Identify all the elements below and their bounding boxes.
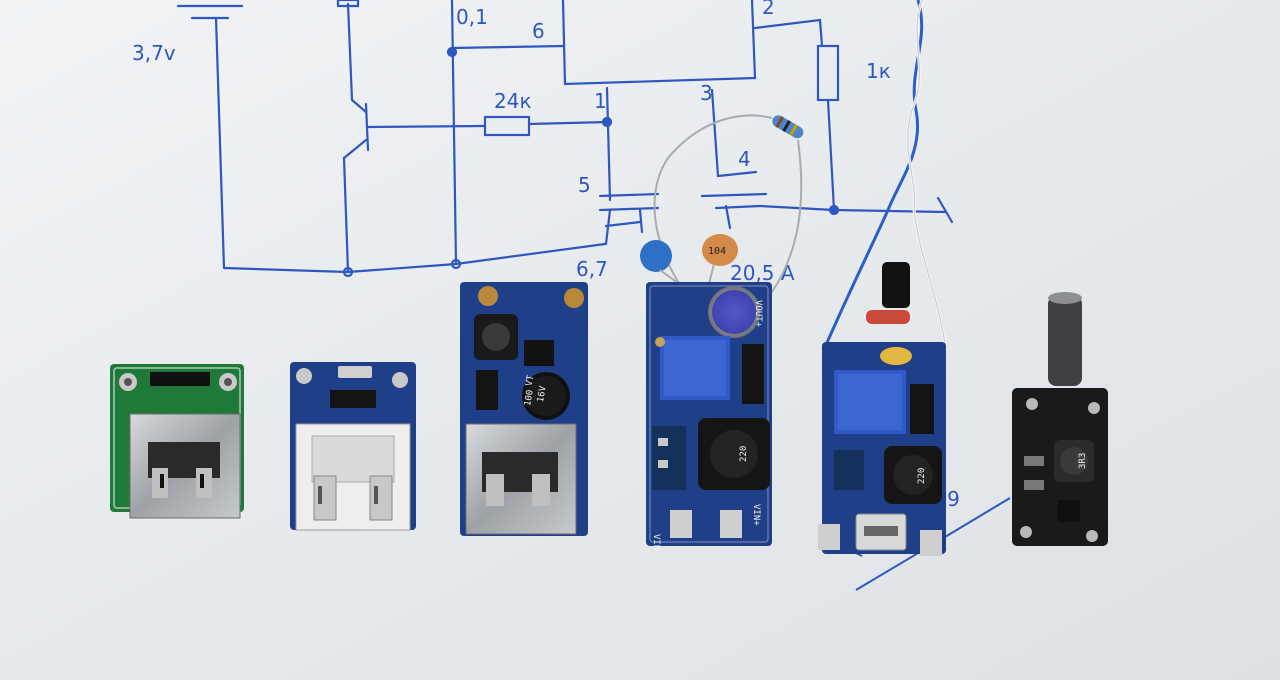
board4-label-vin-plus: VIN+	[751, 504, 761, 526]
label-pin2: 2	[762, 0, 775, 19]
label-pin1: 1	[594, 89, 607, 113]
board3-cap-value: 100	[523, 389, 536, 407]
label-voltage: 3,7v	[132, 41, 176, 65]
board-blue-microusb-boost: 220	[818, 262, 946, 556]
label-v67: 6,7	[576, 257, 608, 281]
label-pin4: 4	[738, 147, 751, 171]
board4-inductor: 220	[739, 446, 749, 462]
label-amps: 20,5 A	[730, 261, 795, 285]
label-pin3: 3	[700, 81, 713, 105]
board4-label-vin-minus: VIN-	[651, 534, 661, 556]
board6-inductor: 3R3	[1078, 453, 1088, 469]
board3-cap-voltage: 16V	[536, 385, 549, 403]
label-r24k: 24к	[494, 89, 532, 113]
twisted-wire	[824, 0, 948, 353]
board-blue-boost-large: 220 VOUT+ VIN- VIN+	[646, 282, 772, 556]
axial-resistor	[772, 115, 804, 139]
label-shunt: 0,1	[456, 5, 488, 29]
board-blue-usb-boost: 100 16V VT	[460, 282, 588, 536]
board-blue-small-usb	[290, 362, 416, 531]
board3-cap-series: VT	[525, 374, 537, 387]
label-r1k: 1к	[866, 59, 891, 83]
schematic-sketch	[176, 0, 954, 278]
ceramic-cap-label: 104	[708, 246, 726, 257]
label-pin5: 5	[578, 173, 591, 197]
board4-label-vout: VOUT+	[753, 300, 763, 328]
label-pin6: 6	[532, 19, 545, 43]
schematic-labels: 3,7v 0,1 6 2 24к 1 3 4 5 1к 6,7 20,5 A 0…	[132, 0, 960, 511]
board-black-small: 3R3	[1012, 292, 1108, 546]
board-green-usb	[110, 364, 244, 519]
board5-inductor: 220	[917, 468, 927, 484]
